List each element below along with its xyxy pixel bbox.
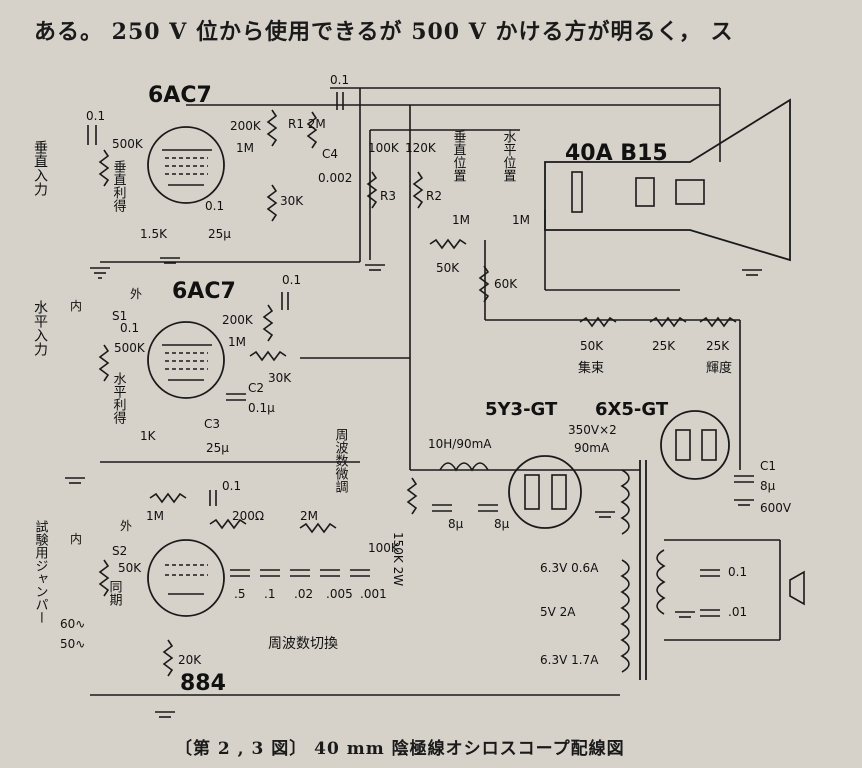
label-50hz: 50∿ <box>60 637 85 651</box>
val-r-25k-b: 25K <box>706 339 730 353</box>
label-horiz-pos: 水平位置 <box>501 130 517 182</box>
val-w-5v: 5V 2A <box>540 605 576 619</box>
val-c2-val: 0.1μ <box>248 401 275 415</box>
val-r-20k: 20K <box>178 653 202 667</box>
label-sync: 同期 <box>107 580 123 607</box>
val-r-1m-1: 1M <box>236 141 254 155</box>
rect-5y3-label: 5Y3-GT <box>485 399 558 420</box>
val-c4-val: 0.002 <box>318 171 352 185</box>
val-c1-val: 8μ <box>760 479 776 493</box>
val-r-200k-2: 200K <box>222 313 254 327</box>
rect-5y3-envelope <box>508 455 582 529</box>
label-horiz-gain: 水平利得 <box>111 372 127 424</box>
val-r-500k-v: 500K <box>112 137 144 151</box>
label-vert-input: 垂直入力 <box>32 140 48 197</box>
val-c-8u-a: 8μ <box>448 517 464 531</box>
val-c-01-h2: 0.1 <box>282 273 301 287</box>
val-c-sw-1: .1 <box>264 587 275 601</box>
rect-6x5-label: 6X5-GT <box>595 399 669 420</box>
val-r-1k: 1K <box>140 429 157 443</box>
label-outer2: 外 <box>120 519 132 533</box>
tube-884-label: 884 <box>180 671 226 696</box>
val-r-100k-884: 100K <box>368 541 400 555</box>
val-r-50k-sync: 50K <box>118 561 142 575</box>
val-hv-ma: 90mA <box>574 441 610 455</box>
label-outer1: 外 <box>130 287 142 301</box>
label-vert-pos: 垂直位置 <box>451 130 467 182</box>
val-r-1m-2: 1M <box>228 335 246 349</box>
label-freq-fine: 周波数微調 <box>333 428 349 493</box>
val-c-ac2: .01 <box>728 605 747 619</box>
label-freq-switch: 周波数切換 <box>268 636 338 652</box>
val-w-63a: 6.3V 0.6A <box>540 561 599 575</box>
val-r-1m-884: 1M <box>146 509 164 523</box>
val-r-25k-a: 25K <box>652 339 676 353</box>
val-c-01-884: 0.1 <box>222 479 241 493</box>
header-text: ある。 250 V 位から使用できるが 500 V かける方が明るく， ス <box>34 19 734 45</box>
val-r-2m: 2M <box>300 509 318 523</box>
val-r-120k: 120K <box>405 141 437 155</box>
val-c-ac1: 0.1 <box>728 565 747 579</box>
val-c-8u-b: 8μ <box>494 517 510 531</box>
label-test-jumper: 試験用ジャンパー <box>33 519 49 624</box>
val-r-30k-2: 30K <box>268 371 292 385</box>
val-c-sw-0: .5 <box>234 587 245 601</box>
val-c-sw-4: .001 <box>360 587 387 601</box>
label-s1: S1 <box>112 309 127 323</box>
val-c4: C4 <box>322 147 338 161</box>
val-r-15k: 1.5K <box>140 227 168 241</box>
val-c-sw-3: .005 <box>326 587 353 601</box>
val-r-50k-focus: 50K <box>580 339 604 353</box>
label-60hz: 60∿ <box>60 617 85 631</box>
label-inner1: 内 <box>70 299 82 313</box>
figure-caption: 〔第 2 , 3 図〕 40 mm 陰極線オシロスコープ配線図 <box>175 739 625 759</box>
tube-v1-envelope <box>147 126 225 204</box>
val-c2: C2 <box>248 381 264 395</box>
val-r-500k-h: 500K <box>114 341 146 355</box>
rect-6x5-envelope <box>660 410 730 480</box>
val-c1: C1 <box>760 459 776 473</box>
val-c-sw-2: .02 <box>294 587 313 601</box>
val-r-60k: 60K <box>494 277 518 291</box>
val-r1-2m: R1 2M <box>288 117 326 131</box>
tube-884-envelope <box>147 539 225 617</box>
val-r-200k-1: 200K <box>230 119 262 133</box>
val-w-63b: 6.3V 1.7A <box>540 653 599 667</box>
val-c3-val: 25μ <box>206 441 229 455</box>
val-c-in: 0.1 <box>86 109 105 123</box>
val-r-100k: 100K <box>368 141 400 155</box>
val-c1-v: 600V <box>760 501 792 515</box>
val-r2: R2 <box>426 189 442 203</box>
val-hv: 350V×2 <box>568 423 617 437</box>
val-r-200o: 200Ω <box>232 509 264 523</box>
label-inner2: 内 <box>70 532 82 546</box>
label-horiz-input: 水平入力 <box>32 300 48 357</box>
crt-label: 40A B15 <box>565 141 668 166</box>
val-r-50k: 50K <box>436 261 460 275</box>
val-c3: C3 <box>204 417 220 431</box>
val-c-25u-1: 25μ <box>208 227 231 241</box>
val-r-30k-1: 30K <box>280 194 304 208</box>
val-r3: R3 <box>380 189 396 203</box>
val-c-01-h: 0.1 <box>120 321 139 335</box>
label-s2: S2 <box>112 544 127 558</box>
val-choke: 10H/90mA <box>428 437 492 451</box>
tube-v1-label: 6AC7 <box>148 83 212 108</box>
label-brightness: 輝度 <box>706 360 732 376</box>
val-r-1m-vp: 1M <box>452 213 470 227</box>
label-vert-gain: 垂直利得 <box>111 160 127 212</box>
val-c-01-v1: 0.1 <box>205 199 224 213</box>
val-r-1m-hp: 1M <box>512 213 530 227</box>
val-c-01-top: 0.1 <box>330 73 349 87</box>
tube-v2-label: 6AC7 <box>172 279 236 304</box>
val-r-150k: 150K 2W <box>391 532 405 586</box>
tube-v2-envelope <box>147 321 225 399</box>
label-focus: 集束 <box>578 360 604 376</box>
